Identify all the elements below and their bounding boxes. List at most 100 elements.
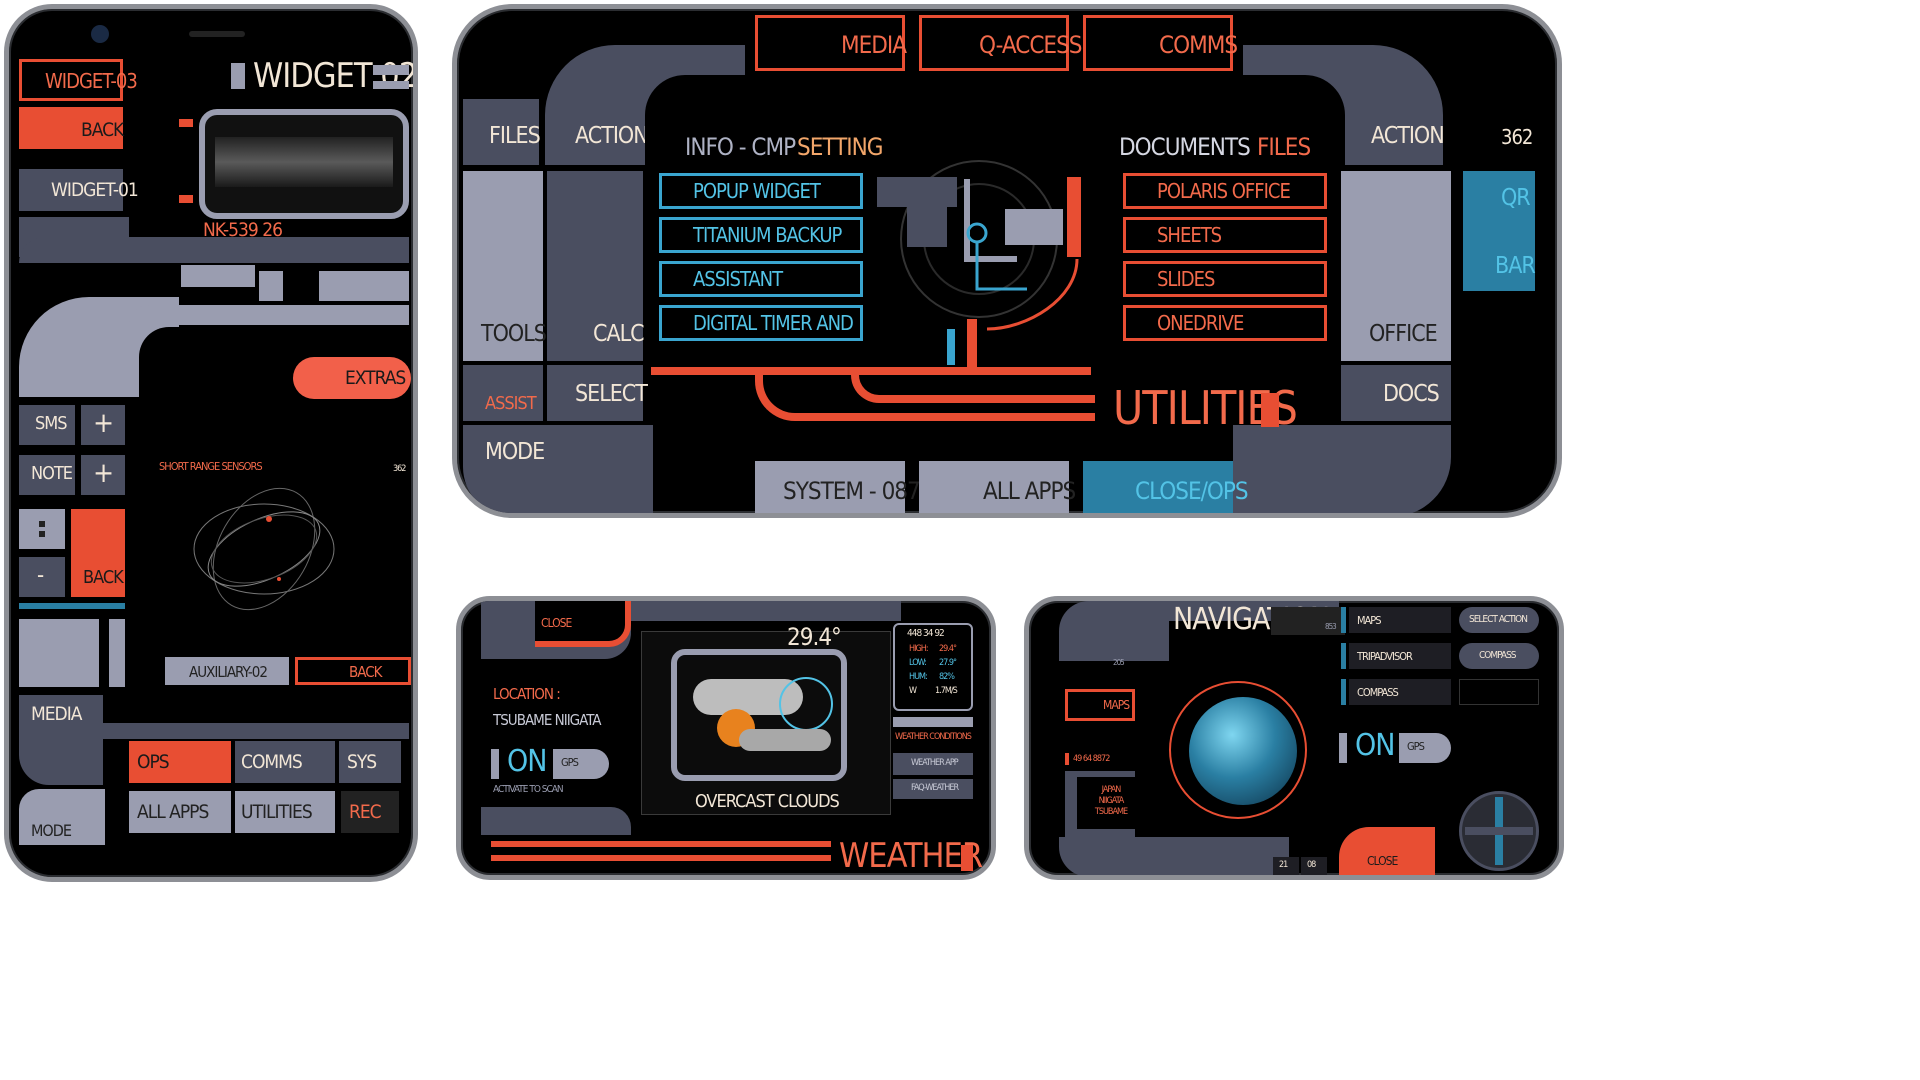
tab-comms[interactable] [1083,15,1233,71]
note-button[interactable] [19,455,75,495]
tab-all-apps[interactable] [919,461,1069,513]
tab-close-ops[interactable] [1083,461,1233,513]
aux-button[interactable] [165,657,289,685]
faq-weather-button[interactable] [893,779,973,799]
files-label: FILES [489,123,541,149]
gps-button[interactable] [1399,733,1451,763]
calc-button[interactable] [547,171,643,361]
back3-button[interactable] [295,657,411,685]
list-item-label: COMPASS [1357,686,1399,699]
on-toggle[interactable] [491,749,547,779]
extras-label: EXTRAS [345,367,406,389]
select-label: SELECT [575,381,648,407]
setting-header: SETTING [797,133,884,161]
files-button[interactable] [463,99,539,165]
action-right-label: ACTION [1371,123,1445,149]
list-item-assistant[interactable] [659,261,863,297]
indicator [179,195,193,203]
list-item-label: MAPS [1357,614,1382,627]
extras-button[interactable] [293,357,411,399]
back2-button[interactable] [71,509,125,597]
note-add-button[interactable] [81,455,125,495]
sms-button[interactable] [19,405,75,445]
stat-low-key: LOW: [909,658,927,668]
list-item-label: ONEDRIVE [1157,311,1244,335]
coords-row [1065,753,1069,765]
widget01-button[interactable] [19,169,123,211]
tab-comms-label: COMMS [1159,31,1238,59]
list-item-titanium-backup[interactable] [659,217,863,253]
close-panel[interactable] [535,601,631,647]
stat-wind-key: W [909,686,917,696]
frame-block [319,271,409,301]
menu-block [19,509,65,549]
nav-phone: NAVIGATION 853 205 MAPS 49 64 8872 JAPAN… [1024,596,1564,880]
plus-icon: + [93,406,114,439]
list-item-popup-widget[interactable] [659,173,863,209]
minus-button[interactable] [19,557,65,597]
utilities-curve [755,375,1095,421]
frame-top-left [1059,601,1169,661]
on-label: ON [507,744,547,779]
utilities-curve [851,375,1095,403]
assist-label: ASSIST [485,393,537,414]
qr-bar-button[interactable] [1463,171,1535,291]
tab-system[interactable] [755,461,905,513]
gps-label: GPS [561,756,579,769]
list-item-digital-timer[interactable] [659,305,863,341]
gps-button[interactable] [553,749,609,779]
rec-button[interactable] [341,791,399,833]
panel-bar [109,619,125,687]
frame-bar [129,305,409,325]
globe-icon [779,677,833,731]
maps-button[interactable] [1065,689,1135,721]
all-apps-button[interactable] [129,791,231,833]
activate-label: ACTIVATE TO SCAN [493,784,564,795]
sys-button[interactable] [339,741,401,783]
location-panel [1077,777,1135,829]
list-item-label: ASSISTANT [693,267,783,291]
sms-add-button[interactable] [81,405,125,445]
stat-hum-key: HUM: [909,672,928,682]
list-item-compass[interactable] [1349,679,1451,705]
back-button[interactable] [19,107,123,149]
temperature: 29.4° [787,623,842,651]
maps-label: MAPS [1103,698,1130,712]
list-item-sheets[interactable] [1123,217,1327,253]
nav-num-205: 205 [1113,658,1125,667]
list-item-polaris-office[interactable] [1123,173,1327,209]
location-label: LOCATION : [493,685,561,703]
utilities-block [1261,393,1279,427]
select-button[interactable] [547,365,643,421]
assist-button[interactable] [463,365,543,421]
mode-label: MODE [485,439,545,465]
back-label: BACK [81,119,124,141]
ops-button[interactable] [129,741,231,783]
utilities-button[interactable] [235,791,335,833]
list-item-label: SLIDES [1157,267,1215,291]
docs-button[interactable] [1341,365,1451,421]
list-item-slides[interactable] [1123,261,1327,297]
blue-divider [19,603,125,609]
stat-high-val: 29.4° [939,644,957,654]
utilities-label: UTILITIES [241,801,313,823]
tab-q-access[interactable] [919,15,1069,71]
close-button[interactable] [1339,827,1435,875]
list-item-tripadvisor[interactable] [1349,643,1451,669]
list-item-label: TRIPADVISOR [1357,650,1413,663]
tab-media[interactable] [755,15,905,71]
widget03-button[interactable] [19,59,123,101]
select-action-button[interactable] [1459,607,1539,633]
weather-app-button[interactable] [893,753,973,775]
office-button[interactable] [1341,171,1451,361]
comms-button[interactable] [235,741,335,783]
list-item-maps[interactable] [1349,607,1451,633]
sensor-title: SHORT RANGE SENSORS [159,460,263,473]
weather-phone: CLOSE LOCATION : TSUBAME NIIGATA ON GPS … [456,596,996,880]
on-toggle[interactable] [1339,733,1395,763]
location-label: JAPAN NIIGATA TSUBAME [1094,785,1128,817]
compass-button[interactable] [1459,643,1539,669]
sensor-orbit-graphic [193,487,335,611]
list-item-onedrive[interactable] [1123,305,1327,341]
tools-button[interactable] [463,171,543,361]
